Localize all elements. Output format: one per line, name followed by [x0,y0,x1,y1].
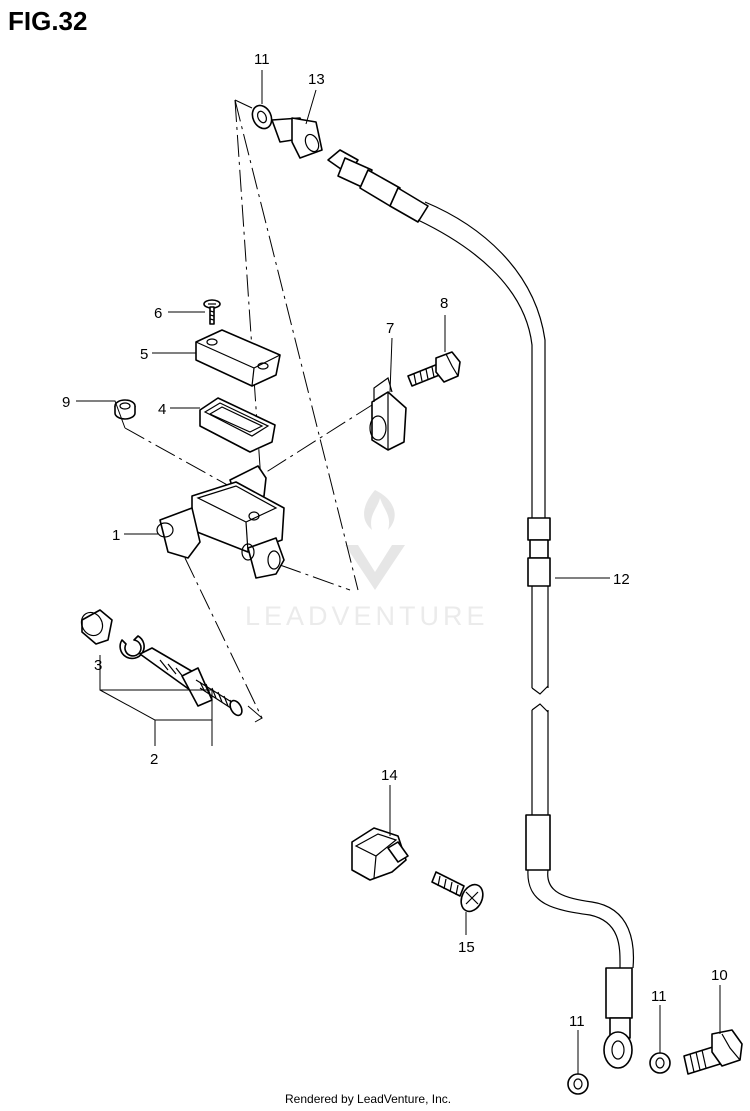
part-8-bolt [407,351,461,387]
callout-12: 12 [613,571,630,588]
part-12-brake-hose [327,149,635,1069]
part-1-master-cylinder [156,465,285,579]
footer-credit: Rendered by LeadVenture, Inc. [285,1092,451,1106]
part-14-hose-clamp [351,827,409,881]
part-9-boot [114,399,136,420]
callout-10: 10 [711,967,728,984]
callout-5: 5 [140,346,148,363]
figure-title: FIG.32 [8,6,87,36]
callout-2: 2 [150,751,158,768]
callout-6: 6 [154,305,162,322]
part-3-boot-circlip [80,609,145,660]
callout-14: 14 [381,767,398,784]
callout-8: 8 [440,295,448,312]
callout-13: 13 [308,71,325,88]
assembly-guide-lines [124,99,373,723]
callout-1: 1 [112,527,120,544]
callout-3: 3 [94,657,102,674]
part-7-holder [369,377,407,451]
part-15-bolt [431,871,484,913]
callout-7: 7 [386,320,394,337]
part-5-reservoir-cap [195,329,281,387]
part-2-piston-assembly [139,647,243,717]
leadventure-watermark-logo: LEADVENTURE [245,490,489,631]
callout-9: 9 [62,394,70,411]
callout-11-right: 11 [651,988,667,1005]
part-6-screw [203,299,221,325]
callout-15: 15 [458,939,475,956]
callout-labels: 11 13 6 8 7 5 9 4 1 12 3 2 14 15 10 11 1… [62,51,728,1030]
watermark-text: LEADVENTURE [245,601,489,631]
part-10-union-bolt [683,1029,743,1075]
part-4-diaphragm [199,397,276,453]
callout-leader-lines [76,70,721,1074]
callout-11-top: 11 [254,51,270,68]
part-13-union-bolt [271,117,323,159]
part-11-washer-top [251,104,273,130]
part-11-washer-bottom-right [649,1052,671,1074]
callout-4: 4 [158,401,166,418]
part-11-washer-bottom-left [567,1073,589,1095]
callout-11-left: 11 [569,1013,585,1030]
